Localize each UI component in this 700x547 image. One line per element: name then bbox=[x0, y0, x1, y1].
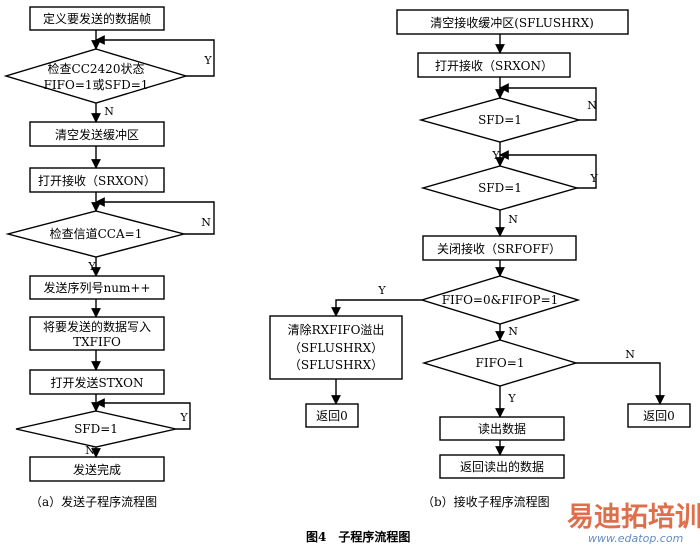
caption-send: （a）发送子程序流程图 bbox=[30, 494, 157, 509]
edge-cca-no-loop bbox=[95, 197, 215, 235]
receive-flowchart bbox=[269, 9, 691, 479]
edge-label-right-n1: N bbox=[587, 99, 597, 112]
label-ret0-left: 返回0 bbox=[316, 409, 348, 423]
edge-sfd-a-no-loop bbox=[499, 83, 597, 121]
label-clear-2: （SFLUSHRX） bbox=[289, 341, 383, 355]
edge-label-right-y4: Y bbox=[507, 392, 516, 405]
node-check-status bbox=[3, 48, 189, 104]
node-flush-rx bbox=[396, 9, 629, 35]
edge-label-left-y3: Y bbox=[179, 411, 188, 424]
edge-label-right-y3: Y bbox=[377, 284, 386, 297]
edge-label-right-n3: N bbox=[508, 325, 518, 338]
edge-label-left-y1: Y bbox=[203, 54, 212, 67]
label-sfd-b: SFD=1 bbox=[478, 181, 522, 195]
edge-label-left-n1: N bbox=[104, 105, 114, 118]
edge-label-right-n4: N bbox=[625, 348, 635, 361]
edge-label-left-n3: N bbox=[85, 444, 95, 457]
label-ret0-right: 返回0 bbox=[643, 409, 675, 423]
label-write-1: 将要发送的数据写入 bbox=[43, 319, 151, 334]
label-clear-1: 清除RXFIFO溢出 bbox=[288, 322, 385, 337]
label-define-frame: 定义要发送的数据帧 bbox=[43, 11, 151, 26]
label-done: 发送完成 bbox=[73, 462, 121, 477]
node-srxon-rx bbox=[417, 52, 571, 78]
label-seq-num: 发送序列号num++ bbox=[44, 280, 151, 295]
edge-check-status-yes-loop bbox=[95, 35, 215, 77]
label-return-data: 返回读出的数据 bbox=[460, 459, 544, 474]
watermark: 易迪拓培训 www.edatop.com bbox=[567, 502, 700, 545]
node-define-frame bbox=[29, 6, 165, 31]
edge-fifo-check-yes bbox=[331, 299, 422, 317]
edge-label-right-y1: Y bbox=[491, 149, 500, 162]
label-srxon: 打开接收（SRXON） bbox=[38, 173, 156, 188]
edge-sfd-yes-loop bbox=[95, 398, 191, 430]
label-stxon: 打开发送STXON bbox=[51, 375, 144, 390]
figure-title: 图4 子程序流程图 bbox=[306, 529, 410, 544]
label-read: 读出数据 bbox=[478, 421, 526, 436]
edge-label-left-y2: Y bbox=[87, 260, 96, 273]
label-srfoff: 关闭接收（SRFOFF） bbox=[437, 241, 561, 256]
label-sfd1-send: SFD=1 bbox=[74, 422, 118, 436]
label-check-status-1: 检查CC2420状态 bbox=[48, 61, 145, 76]
send-flowchart bbox=[3, 6, 215, 482]
edge-label-left-n2: N bbox=[201, 216, 211, 229]
edge-sfd-b-yes-loop bbox=[499, 150, 597, 189]
label-fifo-check: FIFO=0&FIFOP=1 bbox=[442, 293, 559, 307]
label-clear-3: （SFLUSHRX） bbox=[289, 358, 383, 372]
watermark-brand: 易迪拓培训 bbox=[567, 502, 700, 533]
edge-label-right-y2: Y bbox=[589, 172, 598, 185]
caption-receive: （b）接收子程序流程图 bbox=[422, 494, 550, 509]
edge-label-right-n2: N bbox=[508, 213, 518, 226]
edge-fifo1-no bbox=[576, 362, 665, 405]
label-check-cca: 检查信道CCA=1 bbox=[50, 226, 143, 241]
label-fifo1: FIFO=1 bbox=[476, 356, 525, 370]
watermark-url: www.edatop.com bbox=[588, 532, 683, 545]
label-write-2: TXFIFO bbox=[73, 335, 121, 349]
label-srxon-rx: 打开接收（SRXON） bbox=[435, 58, 553, 73]
label-flush-tx: 清空发送缓冲区 bbox=[55, 127, 139, 142]
label-sfd-a: SFD=1 bbox=[478, 113, 522, 127]
label-flush-rx: 清空接收缓冲区(SFLUSHRX) bbox=[430, 15, 594, 30]
label-check-status-2: FIFO=1或SFD=1 bbox=[44, 78, 149, 92]
